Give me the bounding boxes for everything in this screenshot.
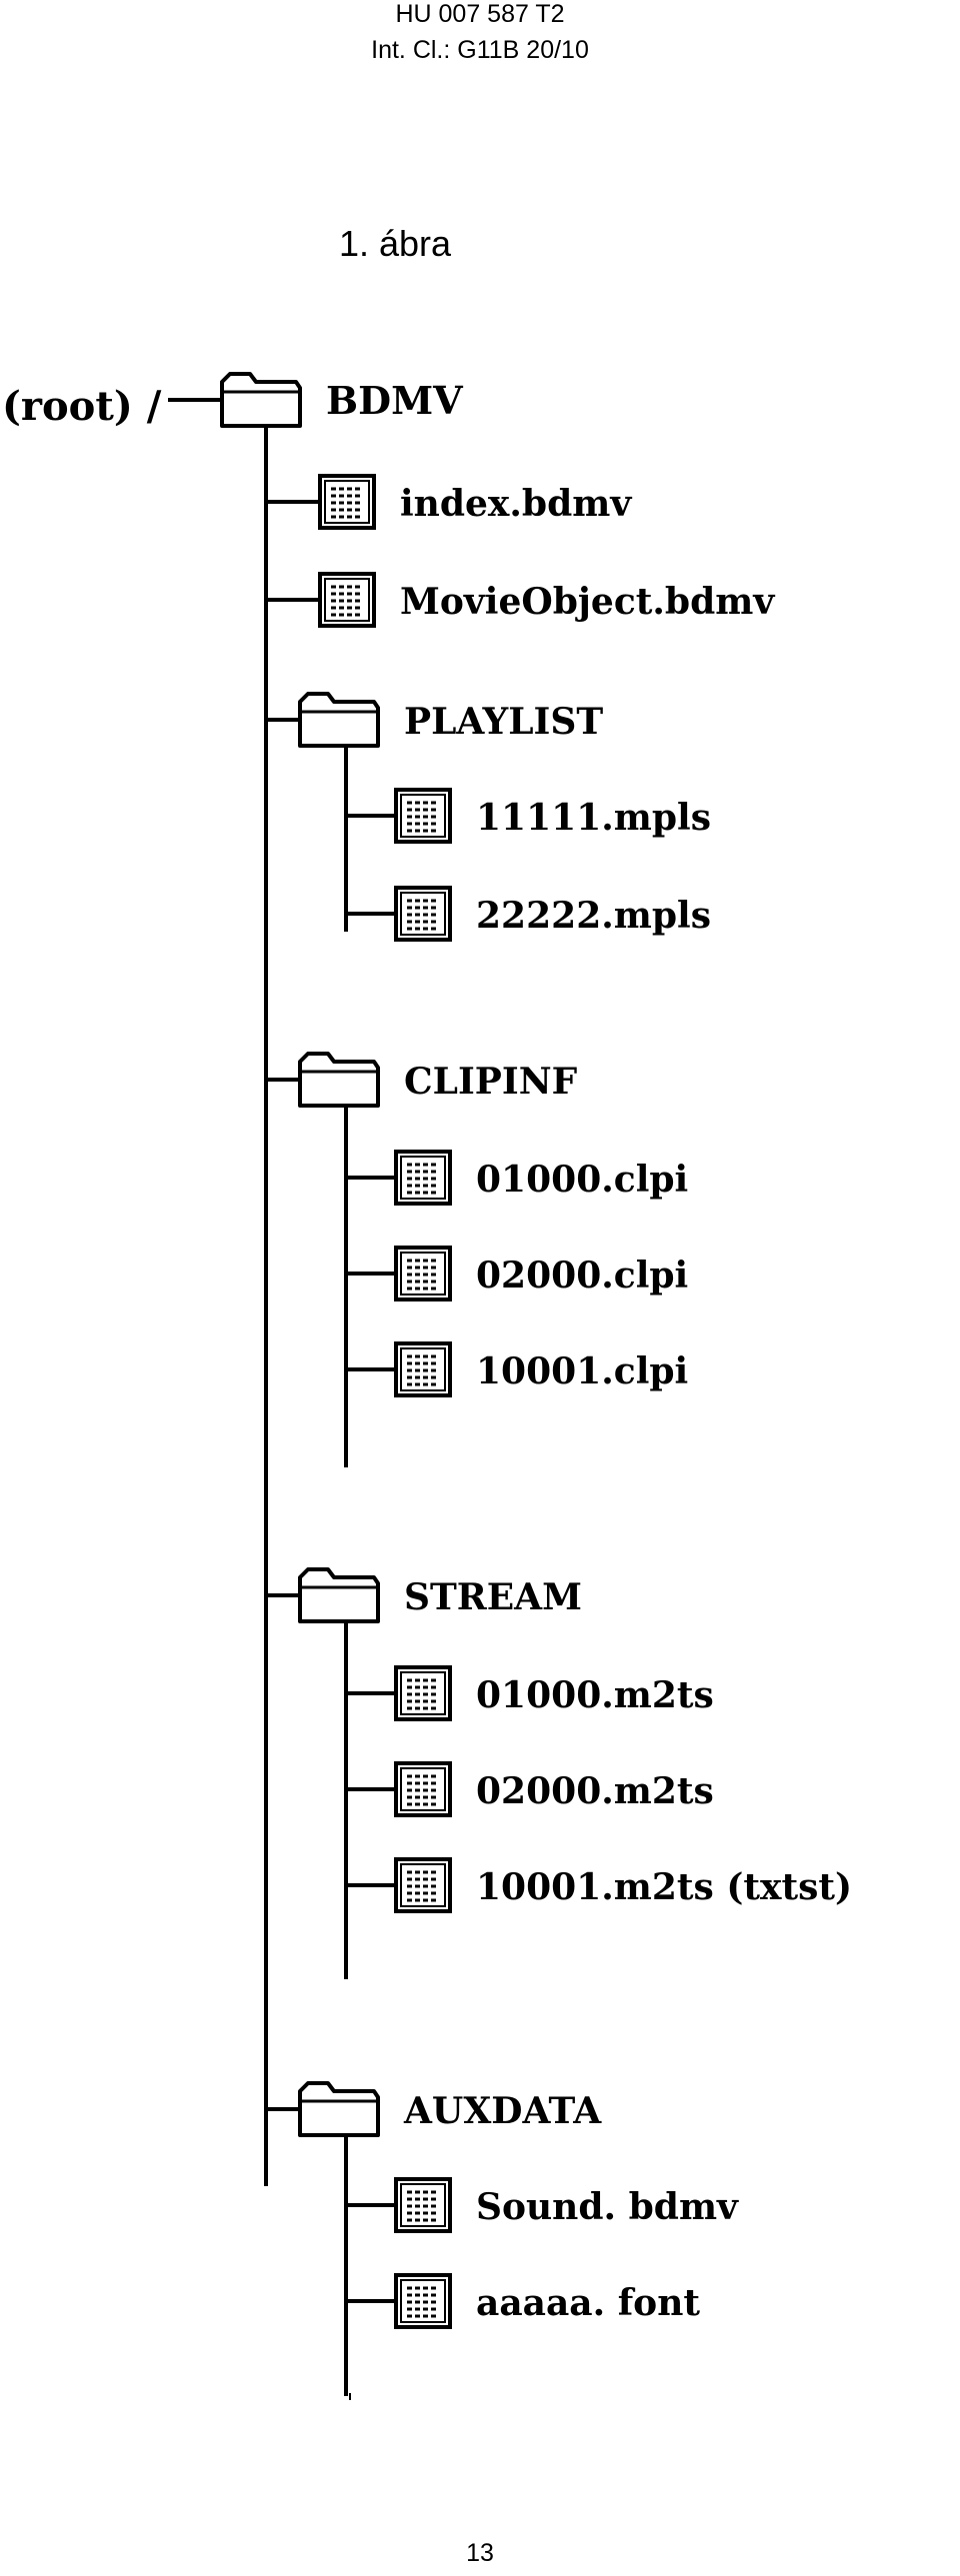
folder-label: STREAM [404,1576,582,1618]
document-icon [318,572,376,628]
classification: Int. Cl.: G11B 20/10 [371,36,589,64]
file-label: Sound. bdmv [476,2186,739,2228]
document-icon [394,1857,452,1913]
file-label: 02000.m2ts [476,1770,714,1812]
patent-number: HU 007 587 T2 [395,0,565,28]
folder-icon [298,1052,380,1108]
document-icon [394,1341,452,1397]
document-icon [318,474,376,530]
page-number: 13 [466,2539,494,2567]
folder-label-bdmv: BDMV [326,378,464,423]
root-label: (root) / [2,383,162,430]
file-label: MovieObject.bdmv [400,581,775,623]
folder-icon [298,692,380,748]
file-label: 10001.clpi [476,1350,688,1392]
file-label: 02000.clpi [476,1255,688,1296]
document-icon [394,1150,452,1206]
file-label: 01000.clpi [476,1159,688,1201]
file-label: 22222.mpls [476,895,711,937]
document-icon [394,788,452,844]
document-icon [394,1761,452,1817]
file-label: aaaaa. font [476,2282,700,2324]
document-icon [394,1665,452,1721]
figure-caption: 1. ábra [338,223,452,264]
file-label: 11111.mpls [476,797,711,839]
document-icon [394,2273,452,2329]
document-icon [394,886,452,942]
file-label: 10001.m2ts (txtst) [476,1866,852,1908]
folder-icon [298,2081,380,2137]
folder-label: AUXDATA [403,2090,602,2132]
file-label: index.bdmv [400,483,632,525]
document-icon [394,2177,452,2233]
folder-icon [298,1567,380,1623]
folder-label: CLIPINF [404,1061,578,1103]
folder-label: PLAYLIST [404,701,603,743]
file-label: 01000.m2ts [476,1674,714,1716]
document-icon [394,1246,452,1301]
folder-icon [220,372,302,428]
